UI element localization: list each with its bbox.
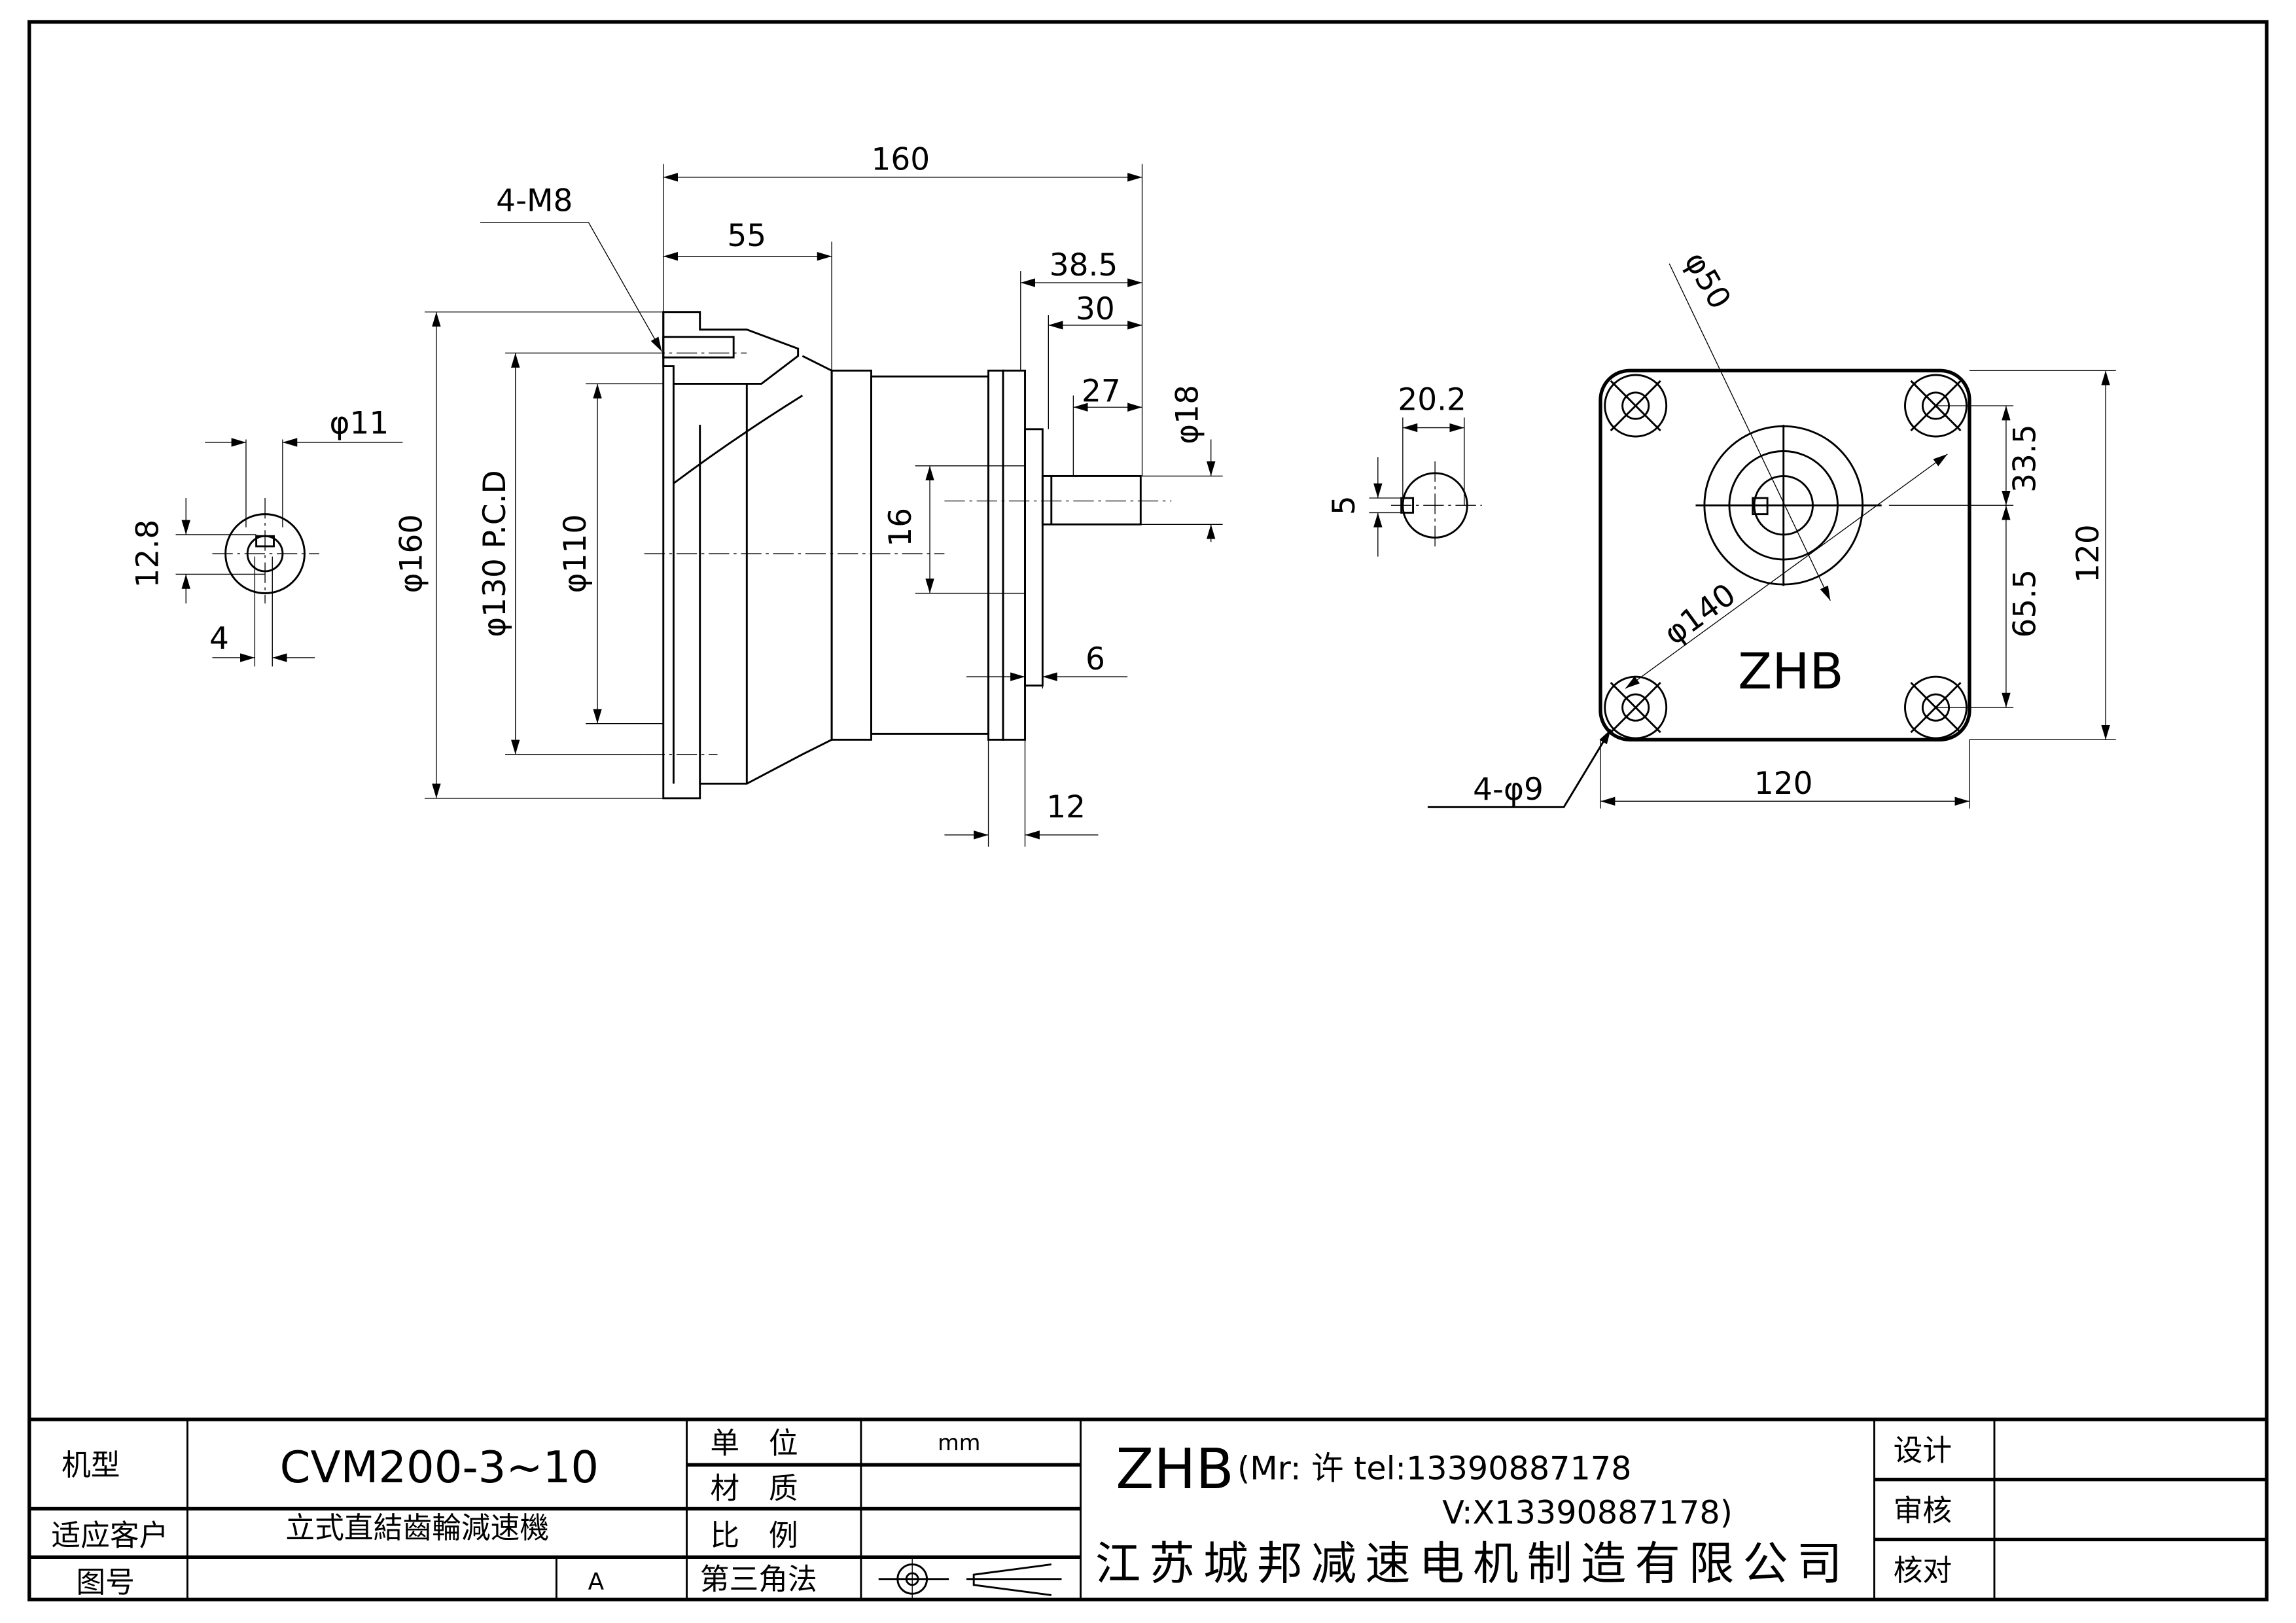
review-label: 审核	[1894, 1493, 1952, 1527]
dim-65-5: 65.5	[2007, 569, 2043, 638]
dim-phi50: φ50	[1677, 246, 1738, 315]
drawing-number-label: 图号	[76, 1565, 134, 1599]
dim-12-8: 12.8	[130, 520, 166, 588]
dim-phi160: φ160	[394, 514, 430, 594]
model-label: 机型	[62, 1448, 120, 1482]
dim-30: 30	[1076, 291, 1115, 327]
thread-callout: 4-M8	[496, 183, 573, 219]
customer-value: 立式直結齒輪減速機	[285, 1510, 549, 1545]
company-name: 江苏城邦减速电机制造有限公司	[1095, 1538, 1842, 1590]
side-view: 160 55 38.5 30 27 φ18 16 6 12 φ160	[394, 142, 1223, 847]
mounting-hole	[1604, 374, 1668, 438]
dim-6: 6	[1086, 641, 1105, 677]
contact-line-2: V:X13390887178)	[1442, 1493, 1733, 1531]
dim-38-5: 38.5	[1050, 247, 1118, 283]
brand-mark: ZHB	[1738, 642, 1844, 700]
design-label: 设计	[1894, 1433, 1952, 1468]
dim-4: 4	[209, 621, 229, 657]
dim-33-5: 33.5	[2007, 424, 2043, 493]
customer-label: 适应客户	[51, 1518, 168, 1552]
title-block: 机型 CVM200-3~10 适应客户 立式直結齒輪減速機 图号 A 单 位 m…	[29, 1418, 2267, 1600]
contact-line-1: (Mr: 许 tel:13390887178	[1237, 1450, 1631, 1488]
dim-12: 12	[1046, 789, 1086, 825]
dim-120-width: 120	[1754, 766, 1813, 802]
third-angle-projection-symbol	[878, 1557, 1062, 1600]
material-label: 材 质	[710, 1471, 798, 1506]
dim-5: 5	[1326, 495, 1362, 515]
dim-16: 16	[883, 508, 919, 547]
front-view: φ50 φ140 ZHB 120 120 33.5 65.5 4-φ9	[1427, 246, 2116, 809]
dim-phi130-pcd: φ130 P.C.D	[477, 470, 513, 637]
model-value: CVM200-3~10	[280, 1442, 599, 1493]
unit-label: 单 位	[710, 1425, 798, 1460]
unit-value: mm	[938, 1430, 980, 1455]
dim-phi140: φ140	[1657, 577, 1742, 652]
dim-phi11: φ11	[330, 406, 389, 442]
hole-callout: 4-φ9	[1473, 772, 1544, 808]
input-key-view: φ11 12.8 4	[130, 406, 403, 667]
revision: A	[588, 1569, 605, 1596]
check-label: 核对	[1894, 1553, 1952, 1588]
company-brand: ZHB	[1116, 1437, 1234, 1502]
dim-160-length: 160	[871, 142, 930, 178]
drawing-border	[27, 20, 2269, 1601]
mounting-hole	[1604, 675, 1668, 740]
dim-20-2: 20.2	[1398, 382, 1466, 418]
projection-label: 第三角法	[700, 1562, 817, 1597]
output-key-view: 20.2 5	[1326, 382, 1482, 557]
dim-27: 27	[1082, 373, 1121, 409]
dim-phi18: φ18	[1170, 385, 1206, 444]
dim-120-height: 120	[2070, 524, 2106, 583]
dim-55: 55	[727, 218, 766, 254]
scale-label: 比 例	[710, 1518, 798, 1552]
dim-phi110: φ110	[557, 514, 593, 594]
